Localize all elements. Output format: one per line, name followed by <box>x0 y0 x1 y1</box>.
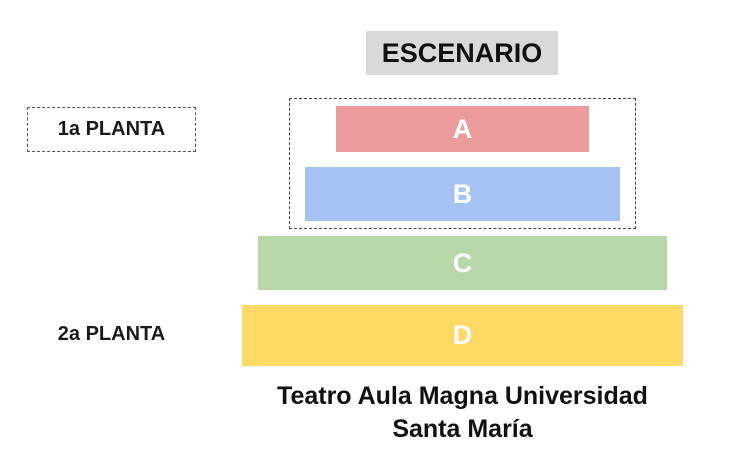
section-d[interactable]: D <box>242 305 683 366</box>
first-floor-group-outline <box>289 98 636 229</box>
floor-label-first: 1a PLANTA <box>27 107 196 152</box>
section-b[interactable]: B <box>305 167 620 221</box>
floor-label-second: 2a PLANTA <box>57 323 166 345</box>
venue-caption-line-2: Santa María <box>392 415 533 443</box>
stage-label: ESCENARIO <box>366 31 558 75</box>
venue-caption-line-1: Teatro Aula Magna Universidad <box>277 382 648 410</box>
venue-caption: Teatro Aula Magna Universidad Santa Marí… <box>230 380 695 446</box>
section-a[interactable]: A <box>336 106 589 152</box>
section-c[interactable]: C <box>258 236 667 290</box>
